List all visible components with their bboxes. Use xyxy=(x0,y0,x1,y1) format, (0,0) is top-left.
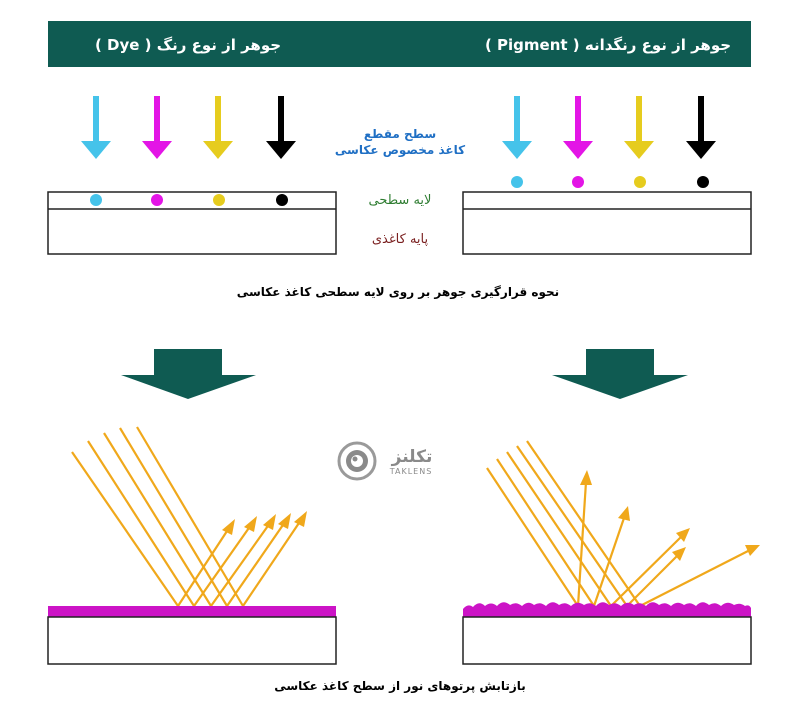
pigment-paper-base xyxy=(462,616,752,665)
dye-surface-layer xyxy=(48,606,336,617)
pigment-paper-cross-section xyxy=(462,176,752,255)
magenta-arrow-icon xyxy=(563,96,593,159)
magenta-ink-dot xyxy=(151,194,163,206)
paper-base-label: پایه کاغذی xyxy=(372,232,429,247)
paper-surface-label-line1: سطح مقطع xyxy=(364,127,436,141)
header-left-title: جوهر از نوع رنگ ( Dye ) xyxy=(95,36,281,54)
black-ink-dot xyxy=(276,194,288,206)
down-arrow-icon xyxy=(121,349,256,399)
logo-text-en: TAKLENS xyxy=(389,467,433,476)
magenta-arrow-icon xyxy=(142,96,172,159)
logo-text-fa: تکلنز xyxy=(391,447,433,467)
black-ink-dot xyxy=(697,176,709,188)
cyan-ink-dot xyxy=(511,176,523,188)
surface-layer-label: لایه سطحی xyxy=(369,193,432,208)
black-arrow-icon xyxy=(686,96,716,159)
dye-paper-base xyxy=(47,616,337,665)
yellow-ink-dot xyxy=(213,194,225,206)
arrow-heads xyxy=(222,511,307,535)
scattered-light-rays xyxy=(576,481,751,607)
camera-lens-logo-icon xyxy=(337,441,377,481)
yellow-arrow-icon xyxy=(203,96,233,159)
cyan-arrow-icon xyxy=(502,96,532,159)
paper-surface-label-line2: کاغذ مخصوص عکاسی xyxy=(335,143,465,158)
dye-paper-cross-section xyxy=(47,191,337,255)
pigment-rough-layer xyxy=(463,602,751,618)
cyan-arrow-icon xyxy=(81,96,111,159)
incident-light-rays xyxy=(71,426,244,607)
reflected-light-rays xyxy=(177,519,302,607)
header-bar xyxy=(48,21,751,67)
dye-ink-arrows xyxy=(81,96,296,159)
arrow-heads xyxy=(580,470,760,561)
dye-reflection-diagram xyxy=(47,426,337,665)
top-caption: نحوه قرارگیری جوهر بر روی لایه سطحی کاغذ… xyxy=(237,285,559,300)
bottom-caption: بازتابش پرتوهای نور از سطح کاغذ عکاسی xyxy=(274,679,526,694)
yellow-arrow-icon xyxy=(624,96,654,159)
header-right-title: جوهر از نوع رنگدانه ( Pigment ) xyxy=(485,36,731,54)
down-arrow-icon xyxy=(552,349,688,399)
magenta-ink-dot xyxy=(572,176,584,188)
black-arrow-icon xyxy=(266,96,296,159)
incident-light-rays xyxy=(486,440,641,607)
cyan-ink-dot xyxy=(90,194,102,206)
yellow-ink-dot xyxy=(634,176,646,188)
pigment-ink-arrows xyxy=(502,96,716,159)
pigment-reflection-diagram xyxy=(462,440,760,665)
